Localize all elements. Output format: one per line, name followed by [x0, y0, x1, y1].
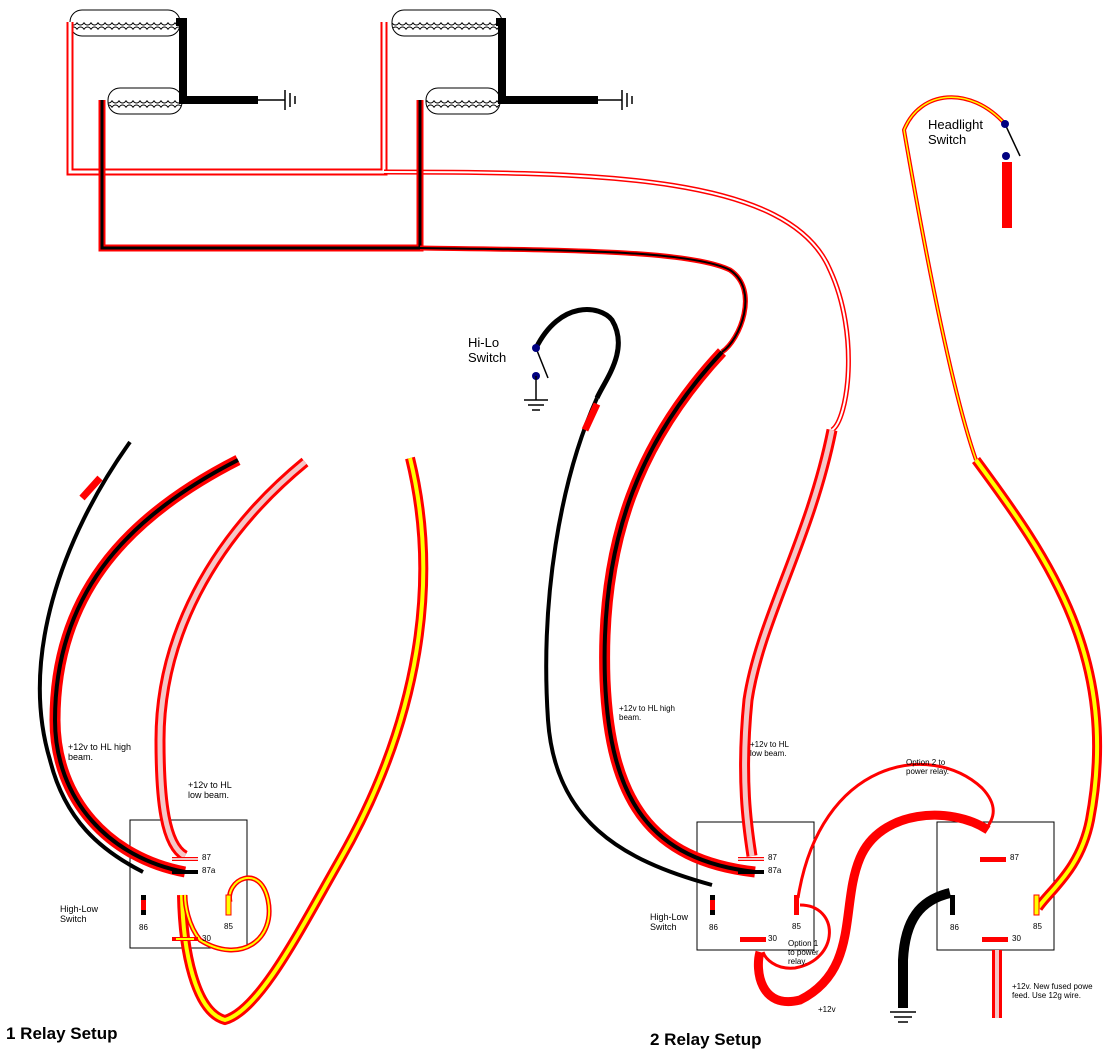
relay-1-high-beam-label: +12v to HL high beam.	[68, 742, 131, 763]
headlight-switch	[901, 95, 1021, 461]
relay-2-right-box	[936, 821, 1055, 951]
relay-2-right-pin-30: 30	[1012, 934, 1021, 943]
relay-2-left-pin-85: 85	[792, 922, 801, 931]
relay-2-right-pin-87: 87	[1010, 853, 1019, 862]
option-2-wire	[796, 763, 995, 899]
power-feed-label: +12v. New fused powe feed. Use 12g wire.	[1012, 982, 1093, 1001]
relay-2-low-beam-label: +12v to HL low beam.	[750, 740, 789, 759]
low-beam-feed-wire	[739, 428, 838, 857]
ground-icon	[890, 1011, 916, 1023]
hi-lo-switch-wire	[544, 397, 713, 887]
power-relay-output-wire	[753, 810, 991, 1007]
switch-contact-icon	[1001, 120, 1009, 128]
high-beam-harness-wire	[66, 22, 851, 433]
ground-icon	[524, 376, 548, 411]
switch-contact-icon	[1002, 152, 1010, 160]
low-beam-harness-wire	[98, 100, 748, 355]
relay-1-low-beam-label: +12v to HL low beam.	[188, 780, 232, 801]
relay-2-right-pin-86: 86	[950, 923, 959, 932]
relay-1-pin-85: 85	[224, 922, 233, 931]
ground-icon	[258, 90, 296, 110]
relay-2-left-pin-86: 86	[709, 923, 718, 932]
hi-lo-switch	[524, 307, 621, 411]
headlamp-left	[69, 9, 296, 115]
ground-icon	[598, 90, 633, 110]
switch-contact-icon	[532, 344, 540, 352]
low-beam-coil-icon	[425, 87, 501, 115]
low-beam-feed-wire	[154, 457, 309, 861]
low-beam-coil-icon	[107, 87, 183, 115]
headlamp-right	[391, 9, 633, 115]
high-beam-coil-icon	[391, 9, 503, 37]
relay-2-left-pin-87: 87	[768, 853, 777, 862]
option-1-wire	[761, 903, 831, 970]
relay-1-title: 1 Relay Setup	[6, 1024, 118, 1043]
relay-1-pin-30: 30	[202, 934, 211, 943]
relay-1-pin-87a: 87a	[202, 866, 216, 875]
plus12v-label: +12v	[818, 1005, 836, 1014]
hi-lo-switch-label: Hi-Lo Switch	[468, 335, 507, 365]
relay-2-high-low-switch-label: High-Low Switch	[650, 912, 689, 933]
hi-lo-switch-wire	[37, 440, 144, 874]
headlight-switch-label: Headlight Switch	[928, 117, 983, 147]
relay-2-right-pin-85: 85	[1033, 922, 1042, 931]
relay-1-pin-87: 87	[202, 853, 211, 862]
high-beam-coil-icon	[69, 9, 181, 37]
relay-2-left-pin-87a: 87a	[768, 866, 782, 875]
relay-2-left-pin-30: 30	[768, 934, 777, 943]
ground-wire	[898, 888, 952, 1008]
option-1-label: Option 1 to power relay.	[788, 939, 819, 967]
option-2-label: Option 2 to power relay.	[906, 758, 949, 777]
relay-1-high-low-switch-label: High-Low Switch	[60, 904, 99, 925]
relay-1-pin-86: 86	[139, 923, 148, 932]
relay-2-high-beam-label: +12v to HL high beam.	[619, 704, 675, 723]
relay-2-title: 2 Relay Setup	[650, 1030, 762, 1049]
